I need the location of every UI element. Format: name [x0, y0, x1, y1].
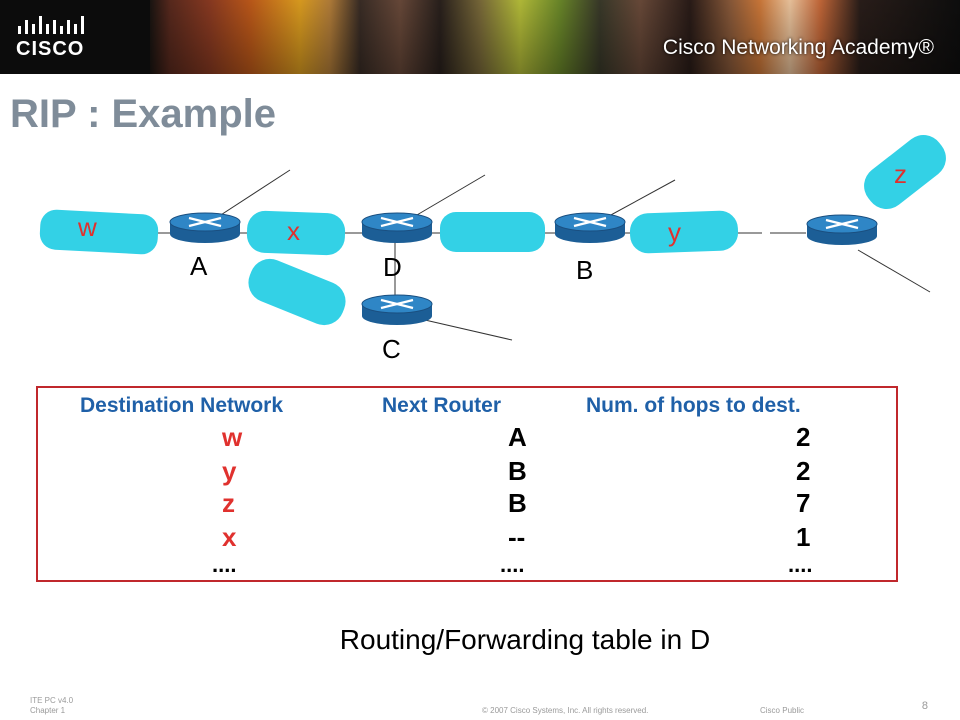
link-c-down [424, 319, 513, 341]
network-z [864, 135, 946, 209]
router-label-a: A [190, 251, 208, 281]
network-diagram: A D B C w x y z [39, 135, 946, 364]
banner-photo-strip [0, 0, 960, 74]
header-destination: Destination Network [80, 394, 284, 417]
row-next: A [508, 422, 527, 452]
slide-title: RIP : Example [10, 92, 277, 136]
row-hops: 1 [796, 522, 811, 552]
router-label-d: D [383, 252, 402, 282]
router-b-icon [553, 211, 627, 245]
router-label-c: C [382, 334, 401, 364]
footer-classification: Cisco Public [760, 706, 805, 715]
link-a-up [209, 169, 291, 223]
footer-course: ITE PC v4.0 [30, 696, 74, 705]
row-next: .... [500, 552, 525, 577]
router-d-icon [360, 211, 434, 245]
row-dest: .... [212, 552, 237, 577]
router-right-icon [805, 213, 879, 247]
footer-copyright: © 2007 Cisco Systems, Inc. All rights re… [482, 706, 649, 715]
row-hops: 7 [796, 488, 811, 518]
row-next: -- [508, 522, 526, 552]
row-dest: w [222, 422, 243, 452]
table-caption: Routing/Forwarding table in D [0, 624, 960, 656]
network-x [246, 210, 346, 256]
header-next-router: Next Router [382, 394, 502, 417]
cisco-bridge-icon [18, 16, 84, 34]
network-label-x: x [287, 216, 300, 246]
row-dest: y [222, 456, 237, 486]
network-w [39, 209, 159, 255]
cisco-wordmark: CISCO [16, 38, 85, 60]
logo-pane [0, 0, 150, 74]
link-right-down [857, 249, 931, 293]
router-label-b: B [576, 255, 593, 285]
network-label-w: w [77, 212, 97, 242]
routing-table: Destination Network Next Router Num. of … [36, 386, 898, 582]
row-next: B [508, 488, 527, 518]
link-d-up [404, 174, 486, 223]
page-number: 8 [921, 700, 928, 712]
row-hops: .... [788, 552, 813, 577]
row-dest: x [222, 522, 237, 552]
router-a-icon [168, 211, 242, 245]
row-dest: z [222, 488, 235, 518]
network-a-c [248, 258, 346, 326]
router-c-icon [360, 293, 434, 327]
caption-text: Routing/Forwarding table in D [339, 624, 711, 655]
header-hops: Num. of hops to dest. [586, 394, 801, 417]
network-d-b [440, 212, 545, 252]
row-hops: 2 [796, 422, 811, 452]
academy-title: Cisco Networking Academy® [662, 36, 934, 59]
network-label-z: z [894, 159, 907, 189]
row-hops: 2 [796, 456, 811, 486]
footer-chapter: Chapter 1 [30, 706, 66, 715]
network-label-y: y [668, 217, 681, 247]
network-y [629, 210, 739, 254]
row-next: B [508, 456, 527, 486]
header-banner: CISCO Cisco Networking Academy® [0, 0, 960, 74]
